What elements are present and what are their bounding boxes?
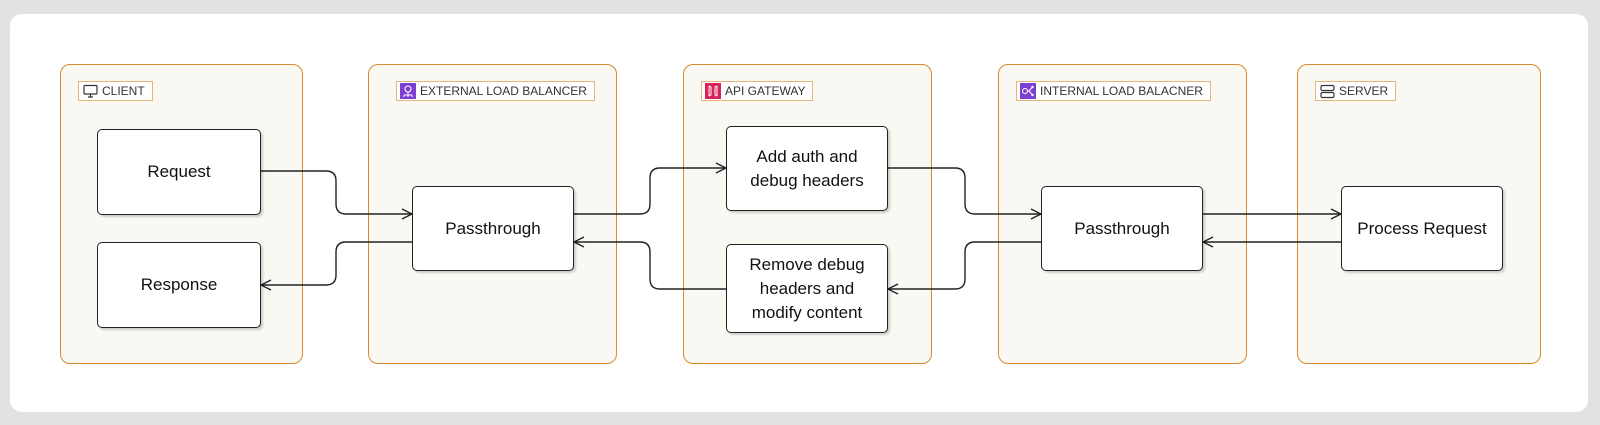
node-remove-headers-line-2: headers and bbox=[759, 278, 855, 298]
load-balancer-icon bbox=[400, 83, 416, 99]
api-gateway-icon bbox=[705, 83, 721, 99]
zone-label-client: CLIENT bbox=[78, 81, 153, 101]
node-response-label: Response bbox=[140, 275, 218, 294]
node-int-passthrough[interactable]: Passthrough bbox=[1041, 186, 1203, 271]
node-ext-passthrough-label: Passthrough bbox=[445, 218, 541, 238]
node-process-request-label: Process Request bbox=[1357, 218, 1487, 238]
node-request-label: Request bbox=[147, 162, 211, 181]
zone-label-api-gateway-text: API GATEWAY bbox=[725, 84, 806, 98]
zone-label-internal-lb-text: INTERNAL LOAD BALACNER bbox=[1040, 84, 1203, 98]
load-balancer-icon bbox=[1020, 83, 1036, 99]
node-remove-headers-label: Remove debug headers and modify content bbox=[749, 253, 864, 325]
node-add-headers[interactable]: Add auth and debug headers bbox=[726, 126, 888, 211]
zone-label-client-text: CLIENT bbox=[102, 84, 145, 98]
node-remove-headers-line-1: Remove debug bbox=[749, 254, 865, 274]
zone-label-external-lb-text: EXTERNAL LOAD BALANCER bbox=[420, 84, 587, 98]
zone-label-internal-lb: INTERNAL LOAD BALACNER bbox=[1016, 81, 1211, 101]
zone-label-external-lb: EXTERNAL LOAD BALANCER bbox=[396, 81, 595, 101]
node-add-headers-line-2: debug headers bbox=[750, 170, 864, 190]
zone-label-server-text: SERVER bbox=[1339, 84, 1389, 98]
node-request[interactable]: Request bbox=[97, 129, 261, 215]
node-ext-passthrough[interactable]: Passthrough bbox=[412, 186, 574, 271]
node-add-headers-label: Add auth and debug headers bbox=[750, 145, 863, 193]
node-remove-headers[interactable]: Remove debug headers and modify content bbox=[726, 244, 888, 333]
node-add-headers-line-1: Add auth and bbox=[756, 146, 858, 166]
zone-label-api-gateway: API GATEWAY bbox=[701, 81, 814, 101]
monitor-icon bbox=[82, 83, 98, 99]
node-int-passthrough-label: Passthrough bbox=[1074, 218, 1170, 238]
node-remove-headers-line-3: modify content bbox=[751, 302, 863, 322]
node-process-request[interactable]: Process Request bbox=[1341, 186, 1503, 271]
node-response[interactable]: Response bbox=[97, 242, 261, 328]
server-icon bbox=[1319, 83, 1335, 99]
zone-label-server: SERVER bbox=[1315, 81, 1397, 101]
